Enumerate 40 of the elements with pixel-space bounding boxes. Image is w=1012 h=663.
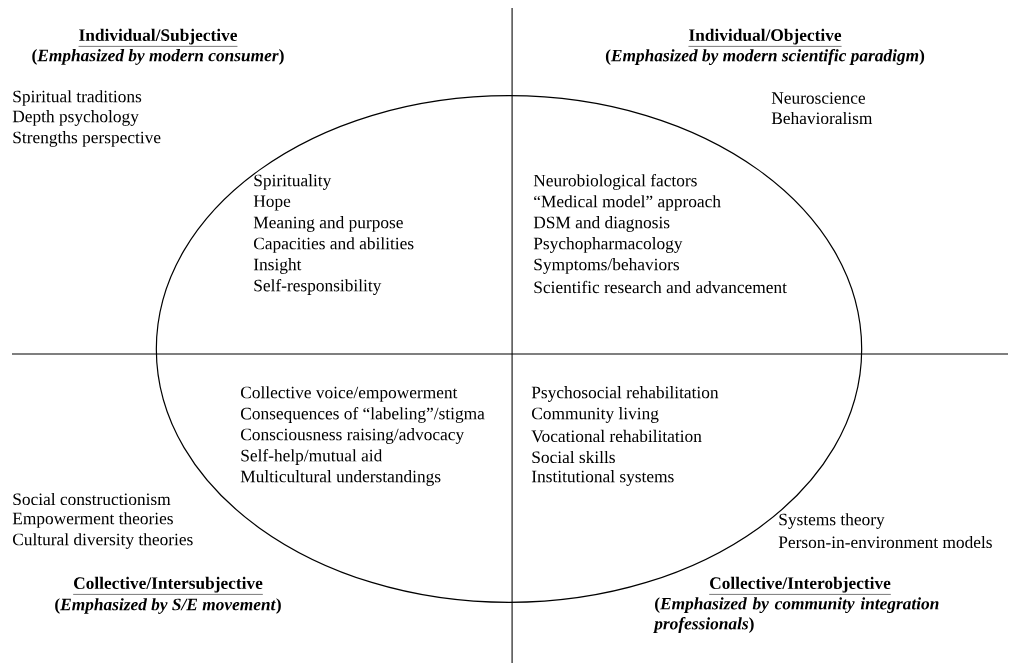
list-item: “Medical model” approach <box>534 195 721 211</box>
list-item: Insight <box>253 258 302 274</box>
list-item: Self-help/mutual aid <box>241 449 383 465</box>
list-item: Social skills <box>532 450 615 464</box>
list-item: Systems theory <box>779 513 885 529</box>
list-item: Symptoms/behaviors <box>534 258 680 274</box>
list-item: Neurobiological factors <box>533 174 697 190</box>
list-item: Psychopharmacology <box>533 237 683 253</box>
list-item: DSM and diagnosis <box>533 216 670 232</box>
list-item: Multicultural understandings <box>240 470 441 486</box>
list-item: Spiritual traditions <box>13 90 142 106</box>
list-item: Community living <box>532 407 659 423</box>
list-item: Scientific research and advancement <box>534 280 787 294</box>
list-item: Social constructionism <box>13 492 171 506</box>
list-item: Self-responsibility <box>254 279 382 295</box>
list-item: Capacities and abilities <box>254 237 414 253</box>
quadrant-subheading: (Emphasized by modern consumer) <box>32 49 284 65</box>
quadrant-subheading: (Emphasized by S/E movement) <box>55 598 281 614</box>
list-item: Collective voice/empowerment <box>241 386 458 402</box>
list-item: Consciousness raising/advocacy <box>241 428 465 444</box>
list-item: Institutional systems <box>531 470 674 486</box>
quadrant-heading: Collective/Intersubjective <box>72 576 264 595</box>
list-item: Consequences of “labeling”/stigma <box>241 407 485 423</box>
list-item: Spirituality <box>254 174 332 190</box>
list-item: Empowerment theories <box>12 512 173 528</box>
list-item: Meaning and purpose <box>253 216 403 232</box>
quadrant-heading: Individual/Objective <box>688 28 842 47</box>
list-item: Cultural diversity theories <box>13 533 193 549</box>
list-item: Person-in-environment models <box>778 535 992 549</box>
list-item: Psychosocial rehabilitation <box>531 386 719 402</box>
list-item: Vocational rehabilitation <box>531 429 702 443</box>
quadrant-heading: Collective/Interobjective <box>708 576 892 595</box>
list-item: Hope <box>253 195 291 211</box>
quadrant-subheading: (Emphasized by modern scientific paradigm) <box>605 49 925 65</box>
list-item: Strengths perspective <box>13 131 161 147</box>
quadrant-subheading: (Emphasized by community integration professionals) <box>653 597 939 633</box>
list-item: Behavioralism <box>771 111 873 125</box>
list-item: Depth psychology <box>12 110 139 126</box>
quadrant-heading: Individual/Subjective <box>78 28 238 47</box>
list-item: Neuroscience <box>771 92 865 104</box>
